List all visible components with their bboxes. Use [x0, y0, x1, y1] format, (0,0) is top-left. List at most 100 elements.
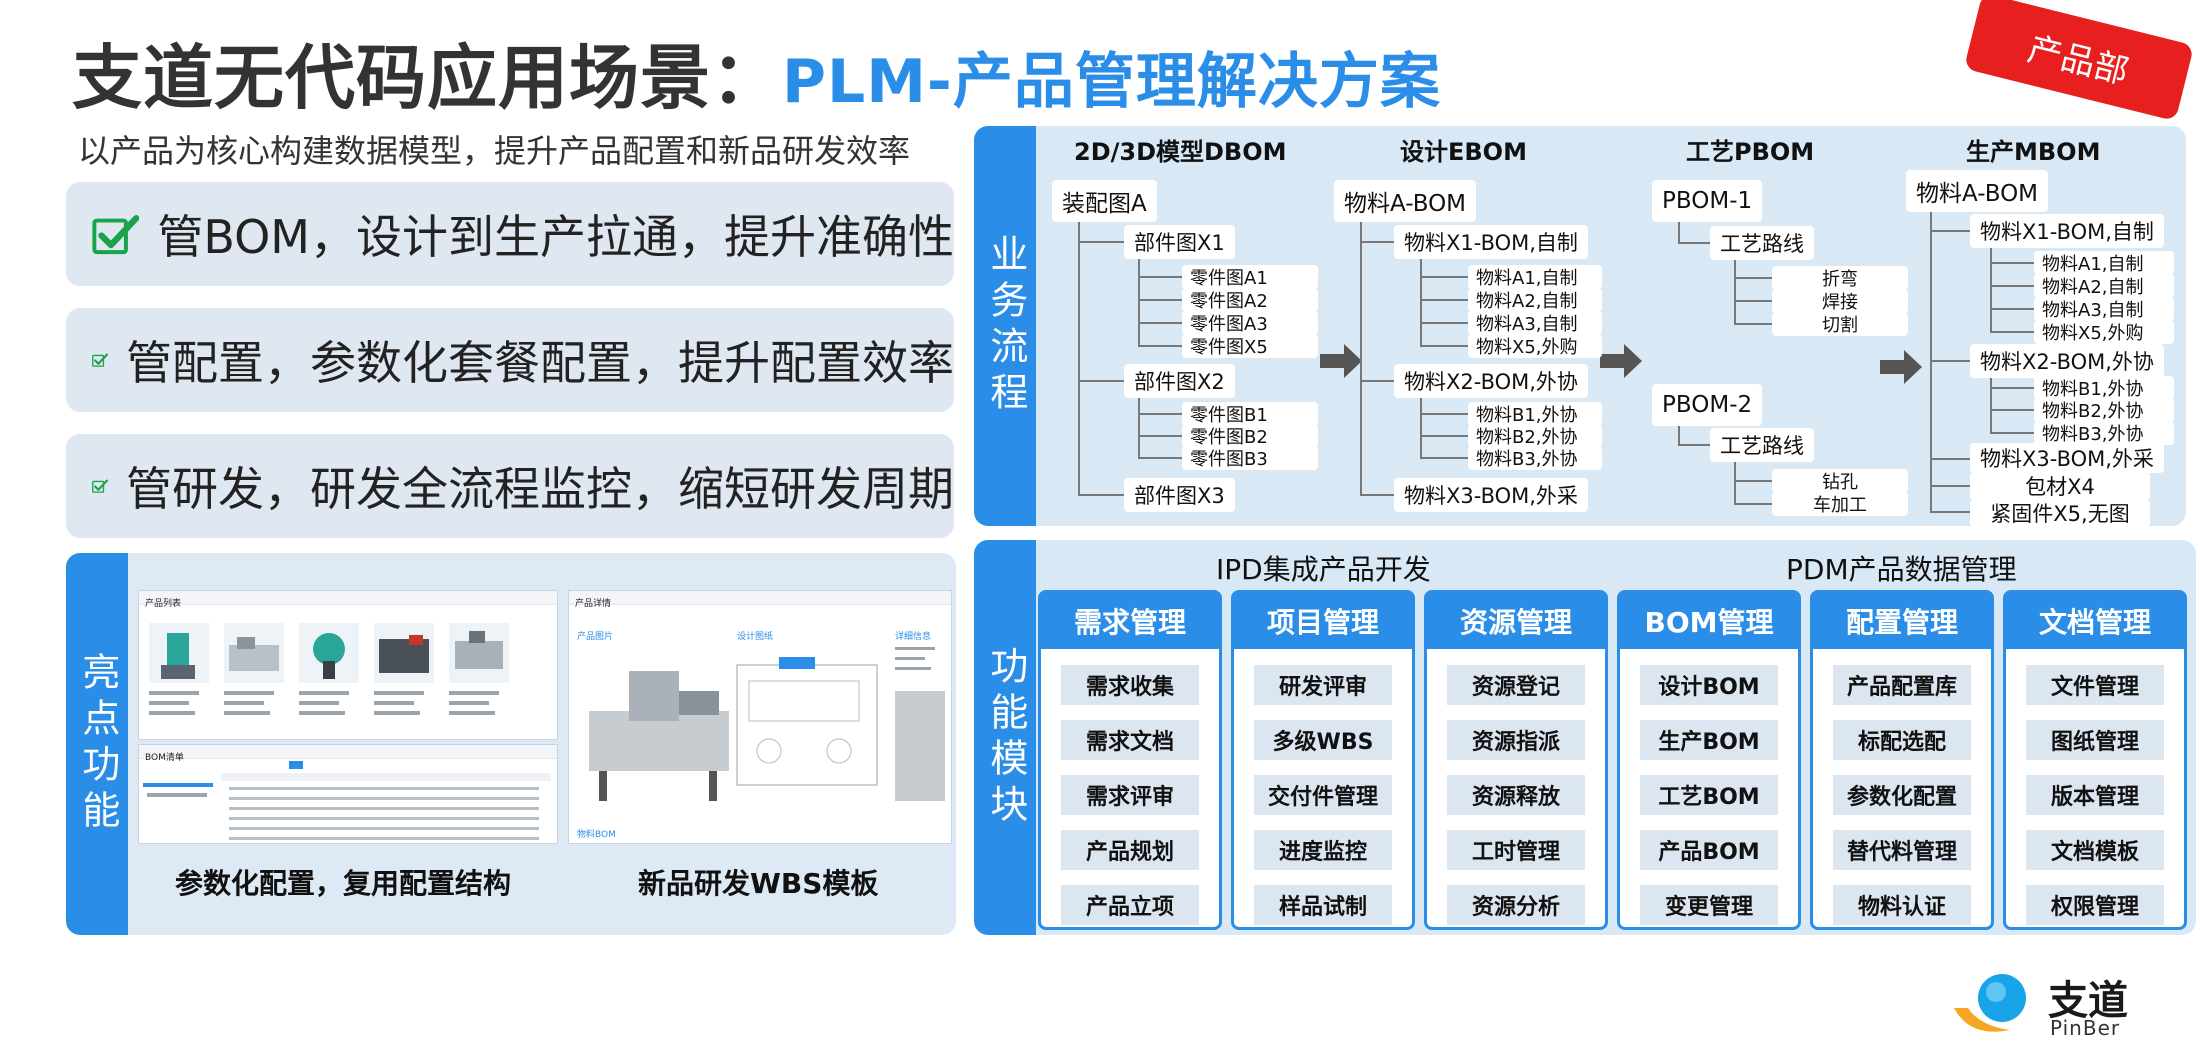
tree-line — [1420, 398, 1422, 458]
tree-line — [1420, 299, 1470, 301]
function-modules-tab: 功能模块 — [974, 540, 1036, 935]
pbom-root: PBOM-1 — [1652, 180, 1763, 222]
module-item[interactable]: 多级WBS — [1254, 720, 1392, 760]
module-title: 配置管理 — [1813, 593, 1991, 649]
mbom-group: 紧固件X5,无图 — [1970, 499, 2150, 527]
mbom-group: 物料X3-BOM,外采 — [1970, 443, 2164, 473]
tree-line — [1678, 222, 1680, 244]
module-resources: 资源管理 资源登记 资源指派 资源释放 工时管理 资源分析 — [1424, 590, 1608, 930]
tree-line — [1990, 285, 2038, 287]
tree-line — [1078, 494, 1136, 496]
tree-line — [1734, 480, 1774, 482]
tree-line — [1420, 413, 1470, 415]
module-item[interactable]: 权限管理 — [2026, 885, 2164, 925]
group-label-ipd: IPD集成产品开发 — [1216, 553, 1431, 586]
tree-line — [1420, 322, 1470, 324]
tree-line — [1420, 457, 1470, 459]
module-requirements: 需求管理 需求收集 需求文档 需求评审 产品规划 产品立项 — [1038, 590, 1222, 930]
shot-label: 物料BOM — [577, 830, 616, 840]
module-item[interactable]: 产品立项 — [1061, 885, 1199, 925]
tree-line — [1360, 380, 1404, 382]
mbom-item: 物料B2,外协 — [2034, 398, 2174, 422]
feature-text: 管配置，参数化套餐配置，提升配置效率 — [126, 336, 954, 390]
feature-card-config: 管配置，参数化套餐配置，提升配置效率 — [66, 308, 954, 412]
function-modules-tab-label: 功能模块 — [983, 645, 1028, 830]
title-main: 支道无代码应用场景： — [72, 37, 782, 119]
module-item[interactable]: 文件管理 — [2026, 665, 2164, 705]
ebom-group: 物料X1-BOM,自制 — [1394, 225, 1588, 259]
module-title: 项目管理 — [1234, 593, 1412, 649]
module-title: 资源管理 — [1427, 593, 1605, 649]
tree-line — [1138, 457, 1182, 459]
screenshot-title: 产品详情 — [575, 599, 612, 609]
module-item[interactable]: 交付件管理 — [1254, 775, 1392, 815]
tree-line — [1930, 511, 1982, 513]
check-icon — [92, 353, 108, 367]
module-item[interactable]: 资源分析 — [1447, 885, 1585, 925]
module-item[interactable]: 生产BOM — [1640, 720, 1778, 760]
module-item[interactable]: 替代料管理 — [1833, 830, 1971, 870]
tree-line — [1990, 378, 1992, 434]
module-item[interactable]: 物料认证 — [1833, 885, 1971, 925]
page-subtitle: 以产品为核心构建数据模型，提升产品配置和新品研发效率 — [78, 132, 911, 170]
tree-line — [1990, 409, 2038, 411]
screenshot-toolbar: 产品详情 — [569, 591, 951, 609]
tree-line — [1360, 241, 1404, 243]
screenshot-product-list: 产品列表 — [138, 590, 558, 740]
tree-line — [1420, 435, 1470, 437]
col-header-dbom: 2D/3D模型DBOM — [1074, 138, 1287, 166]
mbom-root: 物料A-BOM — [1906, 170, 2049, 212]
mbom-item: 物料A1,自制 — [2034, 251, 2174, 275]
module-item[interactable]: 工时管理 — [1447, 830, 1585, 870]
ebom-item: 物料A3,自制 — [1468, 311, 1602, 335]
flow-arrow-icon — [1320, 344, 1362, 378]
pinber-logo-icon — [1954, 974, 2026, 1032]
dbom-item: 零件图A3 — [1182, 311, 1318, 335]
module-item[interactable]: 资源指派 — [1447, 720, 1585, 760]
module-item[interactable]: 图纸管理 — [2026, 720, 2164, 760]
shot-label: 设计图纸 — [737, 632, 774, 642]
dbom-group: 部件图X3 — [1124, 478, 1235, 512]
feature-card-bom: 管BOM，设计到生产拉通，提升准确性 — [66, 182, 954, 286]
module-item[interactable]: 资源释放 — [1447, 775, 1585, 815]
module-item[interactable]: 进度监控 — [1254, 830, 1392, 870]
mbom-group: 包材X4 — [1970, 472, 2150, 500]
mbom-group: 物料X1-BOM,自制 — [1970, 214, 2164, 248]
shot-label: 详细信息 — [895, 632, 932, 642]
module-item[interactable]: 版本管理 — [2026, 775, 2164, 815]
module-item[interactable]: 变更管理 — [1640, 885, 1778, 925]
dbom-item: 零件图X5 — [1182, 334, 1318, 358]
module-item[interactable]: 产品BOM — [1640, 830, 1778, 870]
screenshot-product-detail: 产品详情 产品图片 设计图纸 详细信息 物料BOM — [568, 590, 952, 844]
module-item[interactable]: 需求收集 — [1061, 665, 1199, 705]
module-item[interactable]: 参数化配置 — [1833, 775, 1971, 815]
screenshot-title: 产品列表 — [145, 599, 182, 609]
module-item[interactable]: 工艺BOM — [1640, 775, 1778, 815]
module-item[interactable]: 产品配置库 — [1833, 665, 1971, 705]
module-item[interactable]: 资源登记 — [1447, 665, 1585, 705]
ebom-item: 物料A2,自制 — [1468, 288, 1602, 312]
module-item[interactable]: 样品试制 — [1254, 885, 1392, 925]
pbom-route: 工艺路线 — [1710, 428, 1814, 462]
tree-line — [1930, 230, 1982, 232]
module-item[interactable]: 文档模板 — [2026, 830, 2164, 870]
tree-line — [1420, 276, 1470, 278]
dbom-group: 部件图X2 — [1124, 364, 1235, 398]
module-item[interactable]: 需求评审 — [1061, 775, 1199, 815]
tree-line — [1678, 444, 1714, 446]
module-item[interactable]: 设计BOM — [1640, 665, 1778, 705]
ebom-item: 物料X5,外购 — [1468, 334, 1602, 358]
module-item[interactable]: 标配选配 — [1833, 720, 1971, 760]
tree-line — [1990, 331, 2038, 333]
feature-text: 管BOM，设计到生产拉通，提升准确性 — [157, 210, 954, 264]
module-configuration: 配置管理 产品配置库 标配选配 参数化配置 替代料管理 物料认证 — [1810, 590, 1994, 930]
dbom-item: 零件图B2 — [1182, 424, 1318, 448]
module-item[interactable]: 研发评审 — [1254, 665, 1392, 705]
dbom-group: 部件图X1 — [1124, 225, 1235, 259]
module-item[interactable]: 产品规划 — [1061, 830, 1199, 870]
dbom-item: 零件图B3 — [1182, 446, 1318, 470]
flow-arrow-icon — [1600, 344, 1642, 378]
feature-card-rnd: 管研发，研发全流程监控，缩短研发周期 — [66, 434, 954, 538]
shot-label: 产品图片 — [577, 632, 614, 642]
module-item[interactable]: 需求文档 — [1061, 720, 1199, 760]
